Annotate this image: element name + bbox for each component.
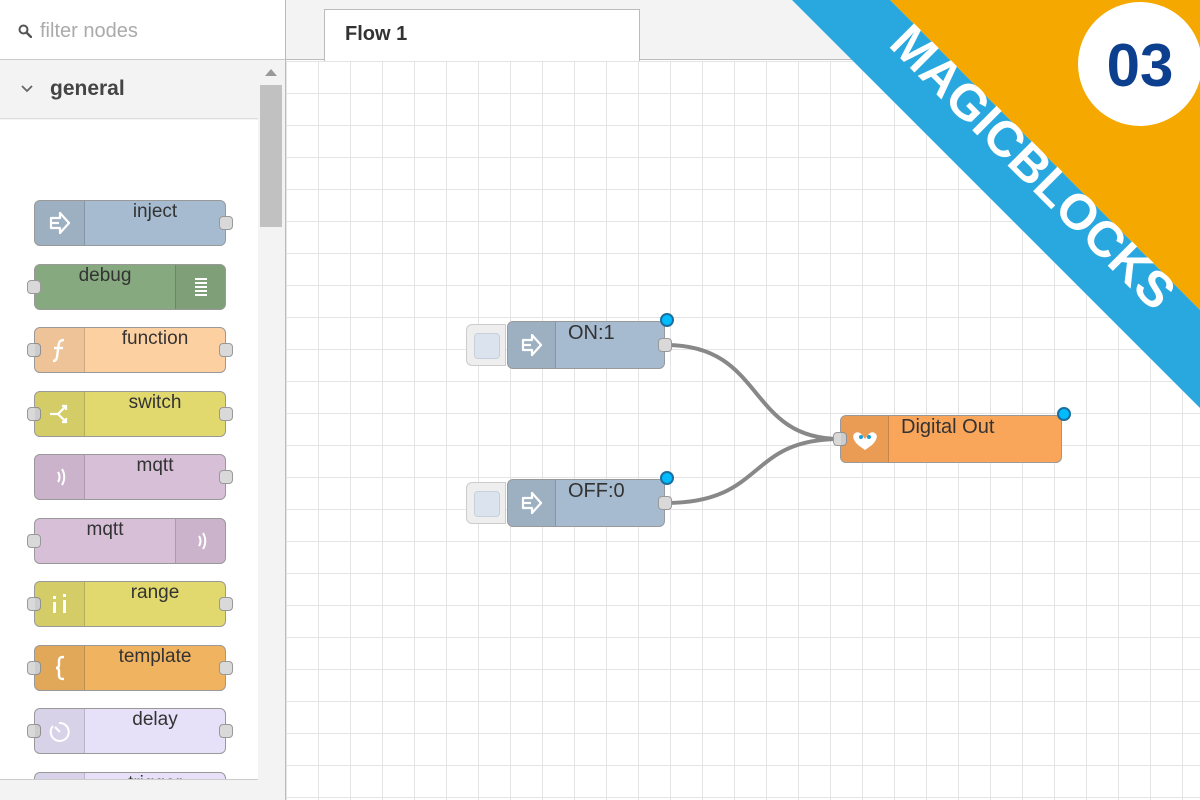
input-port[interactable] [27, 343, 41, 357]
inject-arrow-icon [49, 211, 71, 235]
palette-category-body: inject debug function [0, 120, 258, 800]
wire-off-to-digital-out[interactable] [665, 437, 841, 505]
wires-layer [665, 343, 841, 505]
palette-category-header[interactable]: general [0, 61, 258, 119]
palette-node-label: mqtt [136, 455, 174, 476]
flow-node-label: Digital Out [901, 416, 995, 438]
input-port[interactable] [27, 280, 41, 294]
palette-node-label: function [121, 328, 189, 349]
tab-label: Flow 1 [345, 23, 408, 45]
flow-node-digital-out[interactable]: Digital Out [833, 407, 1071, 463]
flow-node-label: ON:1 [568, 322, 615, 344]
flow-tab-bar: Flow 1 [286, 0, 1200, 61]
palette-node-range[interactable]: range [27, 581, 233, 627]
output-port[interactable] [219, 216, 233, 230]
input-port[interactable] [27, 661, 41, 675]
scrollbar-thumb[interactable] [260, 85, 282, 227]
palette-node-switch[interactable]: switch [27, 391, 233, 437]
tab-flow-1[interactable]: Flow 1 [324, 9, 640, 61]
palette-node-template[interactable]: template [27, 645, 233, 691]
output-port[interactable] [658, 496, 672, 510]
palette-node-label: debug [78, 265, 132, 286]
filter-nodes-input[interactable] [40, 16, 270, 46]
debug-node-icon-area [175, 265, 225, 309]
mqtt-signal-icon [57, 468, 66, 486]
flow-node-off[interactable]: OFF:0 [466, 471, 674, 527]
palette-node-mqtt-out[interactable]: mqtt [27, 518, 226, 564]
inject-trigger-button[interactable] [466, 324, 506, 366]
palette-node-label: delay [132, 709, 178, 730]
palette-node-mqtt-in[interactable]: mqtt [34, 454, 233, 500]
delay-node-icon-area [35, 709, 85, 753]
palette-node-label: switch [128, 392, 182, 413]
timer-icon [49, 721, 70, 742]
output-port[interactable] [219, 597, 233, 611]
palette-scrollbar[interactable] [258, 61, 285, 800]
input-port[interactable] [27, 597, 41, 611]
palette-node-label: mqtt [86, 519, 124, 540]
workspace: Flow 1 ON:1 [286, 0, 1200, 800]
node-changed-indicator [660, 471, 674, 485]
flow-node-label: OFF:0 [568, 480, 625, 502]
template-node-icon-area [35, 646, 85, 690]
palette-node-label: range [130, 582, 180, 603]
input-port[interactable] [27, 724, 41, 738]
output-port[interactable] [219, 407, 233, 421]
function-f-icon [52, 338, 65, 363]
scroll-up-arrow-icon[interactable] [265, 69, 277, 76]
palette-node-label: template [118, 646, 192, 667]
output-port[interactable] [219, 470, 233, 484]
inject-node-icon-area [508, 322, 556, 368]
palette-node-function[interactable]: function [27, 327, 233, 373]
palette-node-delay[interactable]: delay [27, 708, 233, 754]
chevron-down-icon [21, 85, 33, 93]
output-port[interactable] [219, 661, 233, 675]
function-node-icon-area [35, 328, 85, 372]
palette-node-label: inject [132, 201, 178, 222]
digital-out-icon-area [841, 416, 889, 462]
inject-arrow-icon [521, 333, 543, 357]
palette-search [0, 0, 285, 60]
flow-canvas[interactable]: ON:1 OFF:0 Digital Out [286, 61, 1200, 800]
inject-button-face [474, 333, 500, 359]
search-icon [18, 24, 32, 38]
palette-node-list: general inject debug [0, 61, 258, 800]
node-palette: general inject debug [0, 0, 286, 800]
flow-node-on[interactable]: ON:1 [466, 313, 674, 369]
node-changed-indicator [1057, 407, 1071, 421]
node-changed-indicator [660, 313, 674, 327]
range-node-icon-area [35, 582, 85, 626]
palette-node-inject[interactable]: inject [34, 200, 233, 246]
switch-split-icon [50, 404, 68, 424]
magicblocks-logo-icon [853, 432, 877, 450]
mqtt-node-icon-area [175, 519, 225, 563]
switch-node-icon-area [35, 392, 85, 436]
input-port[interactable] [27, 534, 41, 548]
inject-node-icon-area [508, 480, 556, 526]
palette-node-debug[interactable]: debug [27, 264, 226, 310]
output-port[interactable] [219, 343, 233, 357]
input-port[interactable] [27, 407, 41, 421]
inject-button-face [474, 491, 500, 517]
category-label: general [50, 77, 125, 100]
output-port[interactable] [658, 338, 672, 352]
input-port[interactable] [833, 432, 847, 446]
wire-on-to-digital-out[interactable] [665, 343, 841, 441]
mqtt-signal-icon [198, 532, 207, 550]
inject-arrow-icon [521, 491, 543, 515]
palette-footer [0, 779, 258, 800]
template-brace-icon [55, 655, 65, 681]
output-port[interactable] [219, 724, 233, 738]
inject-node-icon-area [35, 201, 85, 245]
inject-trigger-button[interactable] [466, 482, 506, 524]
mqtt-node-icon-area [35, 455, 85, 499]
debug-list-icon [195, 278, 207, 296]
range-bars-icon [53, 594, 66, 613]
